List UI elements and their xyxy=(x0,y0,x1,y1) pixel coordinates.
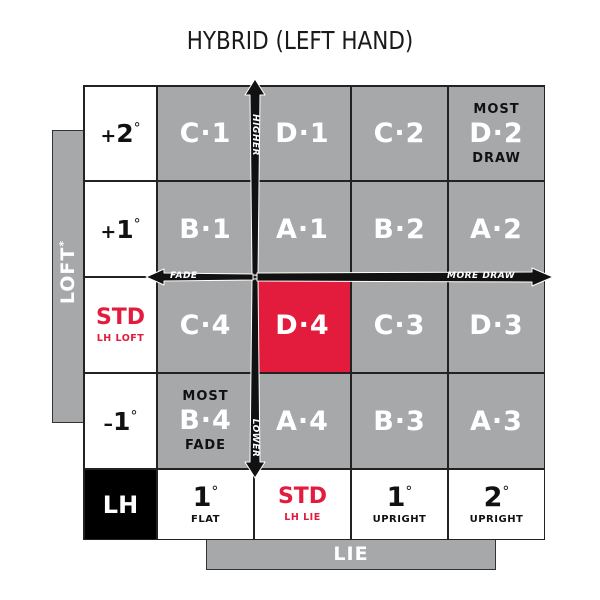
lie-cell: 2° UPRIGHT xyxy=(448,469,545,540)
lie-value: 2° xyxy=(484,484,510,511)
setting-code: A·3 xyxy=(470,405,523,437)
setting-cell: C·2 xyxy=(351,86,448,181)
lie-number: 2 xyxy=(483,482,503,513)
loft-sign: – xyxy=(103,412,114,435)
setting-cell: A·3 xyxy=(448,373,545,469)
degree-symbol: ° xyxy=(130,408,138,425)
setting-note-bottom: DRAW xyxy=(472,150,521,166)
fade-label: FADE xyxy=(170,271,198,281)
loft-std-sub: LH LOFT xyxy=(96,332,145,344)
setting-cell: D·3 xyxy=(448,277,545,373)
setting-cell: B·1 xyxy=(157,181,254,277)
setting-code: D·3 xyxy=(469,309,524,341)
lie-std-sub: LH LIE xyxy=(284,512,321,523)
setting-note-top: MOST xyxy=(473,101,520,117)
setting-cell: A·1 xyxy=(254,181,351,277)
degree-symbol: ° xyxy=(133,216,141,233)
degree-symbol: ° xyxy=(502,484,510,500)
loft-cell: –1° xyxy=(84,373,157,469)
lie-std-label: STD xyxy=(277,484,328,509)
setting-cell: B·2 xyxy=(351,181,448,277)
setting-code: C·3 xyxy=(373,309,426,341)
lie-axis-label: LIE xyxy=(333,543,369,565)
setting-cell: A·2 xyxy=(448,181,545,277)
setting-code: B·2 xyxy=(373,213,426,245)
setting-code: B·1 xyxy=(179,213,232,245)
loft-std-label: STD xyxy=(95,304,146,330)
loft-cell: +2° xyxy=(84,86,157,181)
loft-number: 1 xyxy=(113,406,131,436)
lie-value: 1° xyxy=(387,484,413,511)
lie-axis-bar: LIE xyxy=(206,538,496,570)
loft-number: 2 xyxy=(116,119,134,148)
more-draw-label: MORE DRAW xyxy=(447,271,516,281)
setting-cell: C·3 xyxy=(351,277,448,373)
setting-note-top: MOST xyxy=(182,389,229,404)
setting-code: B·4 xyxy=(179,405,232,436)
setting-code: C·2 xyxy=(373,118,426,149)
loft-sign: + xyxy=(100,125,117,147)
lie-number: 1 xyxy=(192,482,212,513)
lh-corner-cell: LH xyxy=(84,469,157,540)
setting-code: D·1 xyxy=(275,118,330,149)
loft-axis-label: LOFT* xyxy=(56,239,80,305)
lie-cell: STD LH LIE xyxy=(254,469,351,540)
loft-value: –1° xyxy=(104,409,138,434)
setting-note-bottom: FADE xyxy=(184,438,227,453)
loft-sign: + xyxy=(100,220,117,243)
lie-cell: 1° UPRIGHT xyxy=(351,469,448,540)
degree-symbol: ° xyxy=(405,484,413,500)
lie-number: 1 xyxy=(386,482,406,513)
degree-symbol: ° xyxy=(133,120,141,137)
lower-label: LOWER xyxy=(250,418,260,458)
setting-cell: C·1 xyxy=(157,86,254,181)
lie-sub-label: UPRIGHT xyxy=(469,514,524,525)
lie-sub-label: FLAT xyxy=(191,514,220,525)
loft-cell: STD LH LOFT xyxy=(84,277,157,373)
setting-cell: B·3 xyxy=(351,373,448,469)
loft-cell: +1° xyxy=(84,181,157,277)
loft-value: +2° xyxy=(100,121,140,146)
page-title: HYBRID (LEFT HAND) xyxy=(186,26,414,55)
lie-value: 1° xyxy=(193,484,219,511)
setting-code: C·1 xyxy=(179,118,232,149)
setting-code: A·2 xyxy=(470,213,523,245)
lh-label: LH xyxy=(102,490,139,519)
loft-axis-bar xyxy=(52,130,84,423)
lie-cell: 1° FLAT xyxy=(157,469,254,540)
setting-cell: D·4 xyxy=(254,277,351,373)
setting-code: A·1 xyxy=(276,213,329,245)
degree-symbol: ° xyxy=(211,484,219,500)
setting-code: B·3 xyxy=(373,405,426,437)
lie-sub-label: UPRIGHT xyxy=(372,514,427,525)
setting-code: C·4 xyxy=(179,309,232,341)
loft-value: +1° xyxy=(100,217,140,242)
setting-code: A·4 xyxy=(276,405,329,437)
setting-code: D·4 xyxy=(275,309,330,341)
higher-label: HIGHER xyxy=(250,114,260,156)
setting-code: D·2 xyxy=(469,117,524,149)
setting-cell: C·4 xyxy=(157,277,254,373)
setting-cell: A·4 xyxy=(254,373,351,469)
loft-number: 1 xyxy=(116,214,134,244)
setting-cell: D·1 xyxy=(254,86,351,181)
